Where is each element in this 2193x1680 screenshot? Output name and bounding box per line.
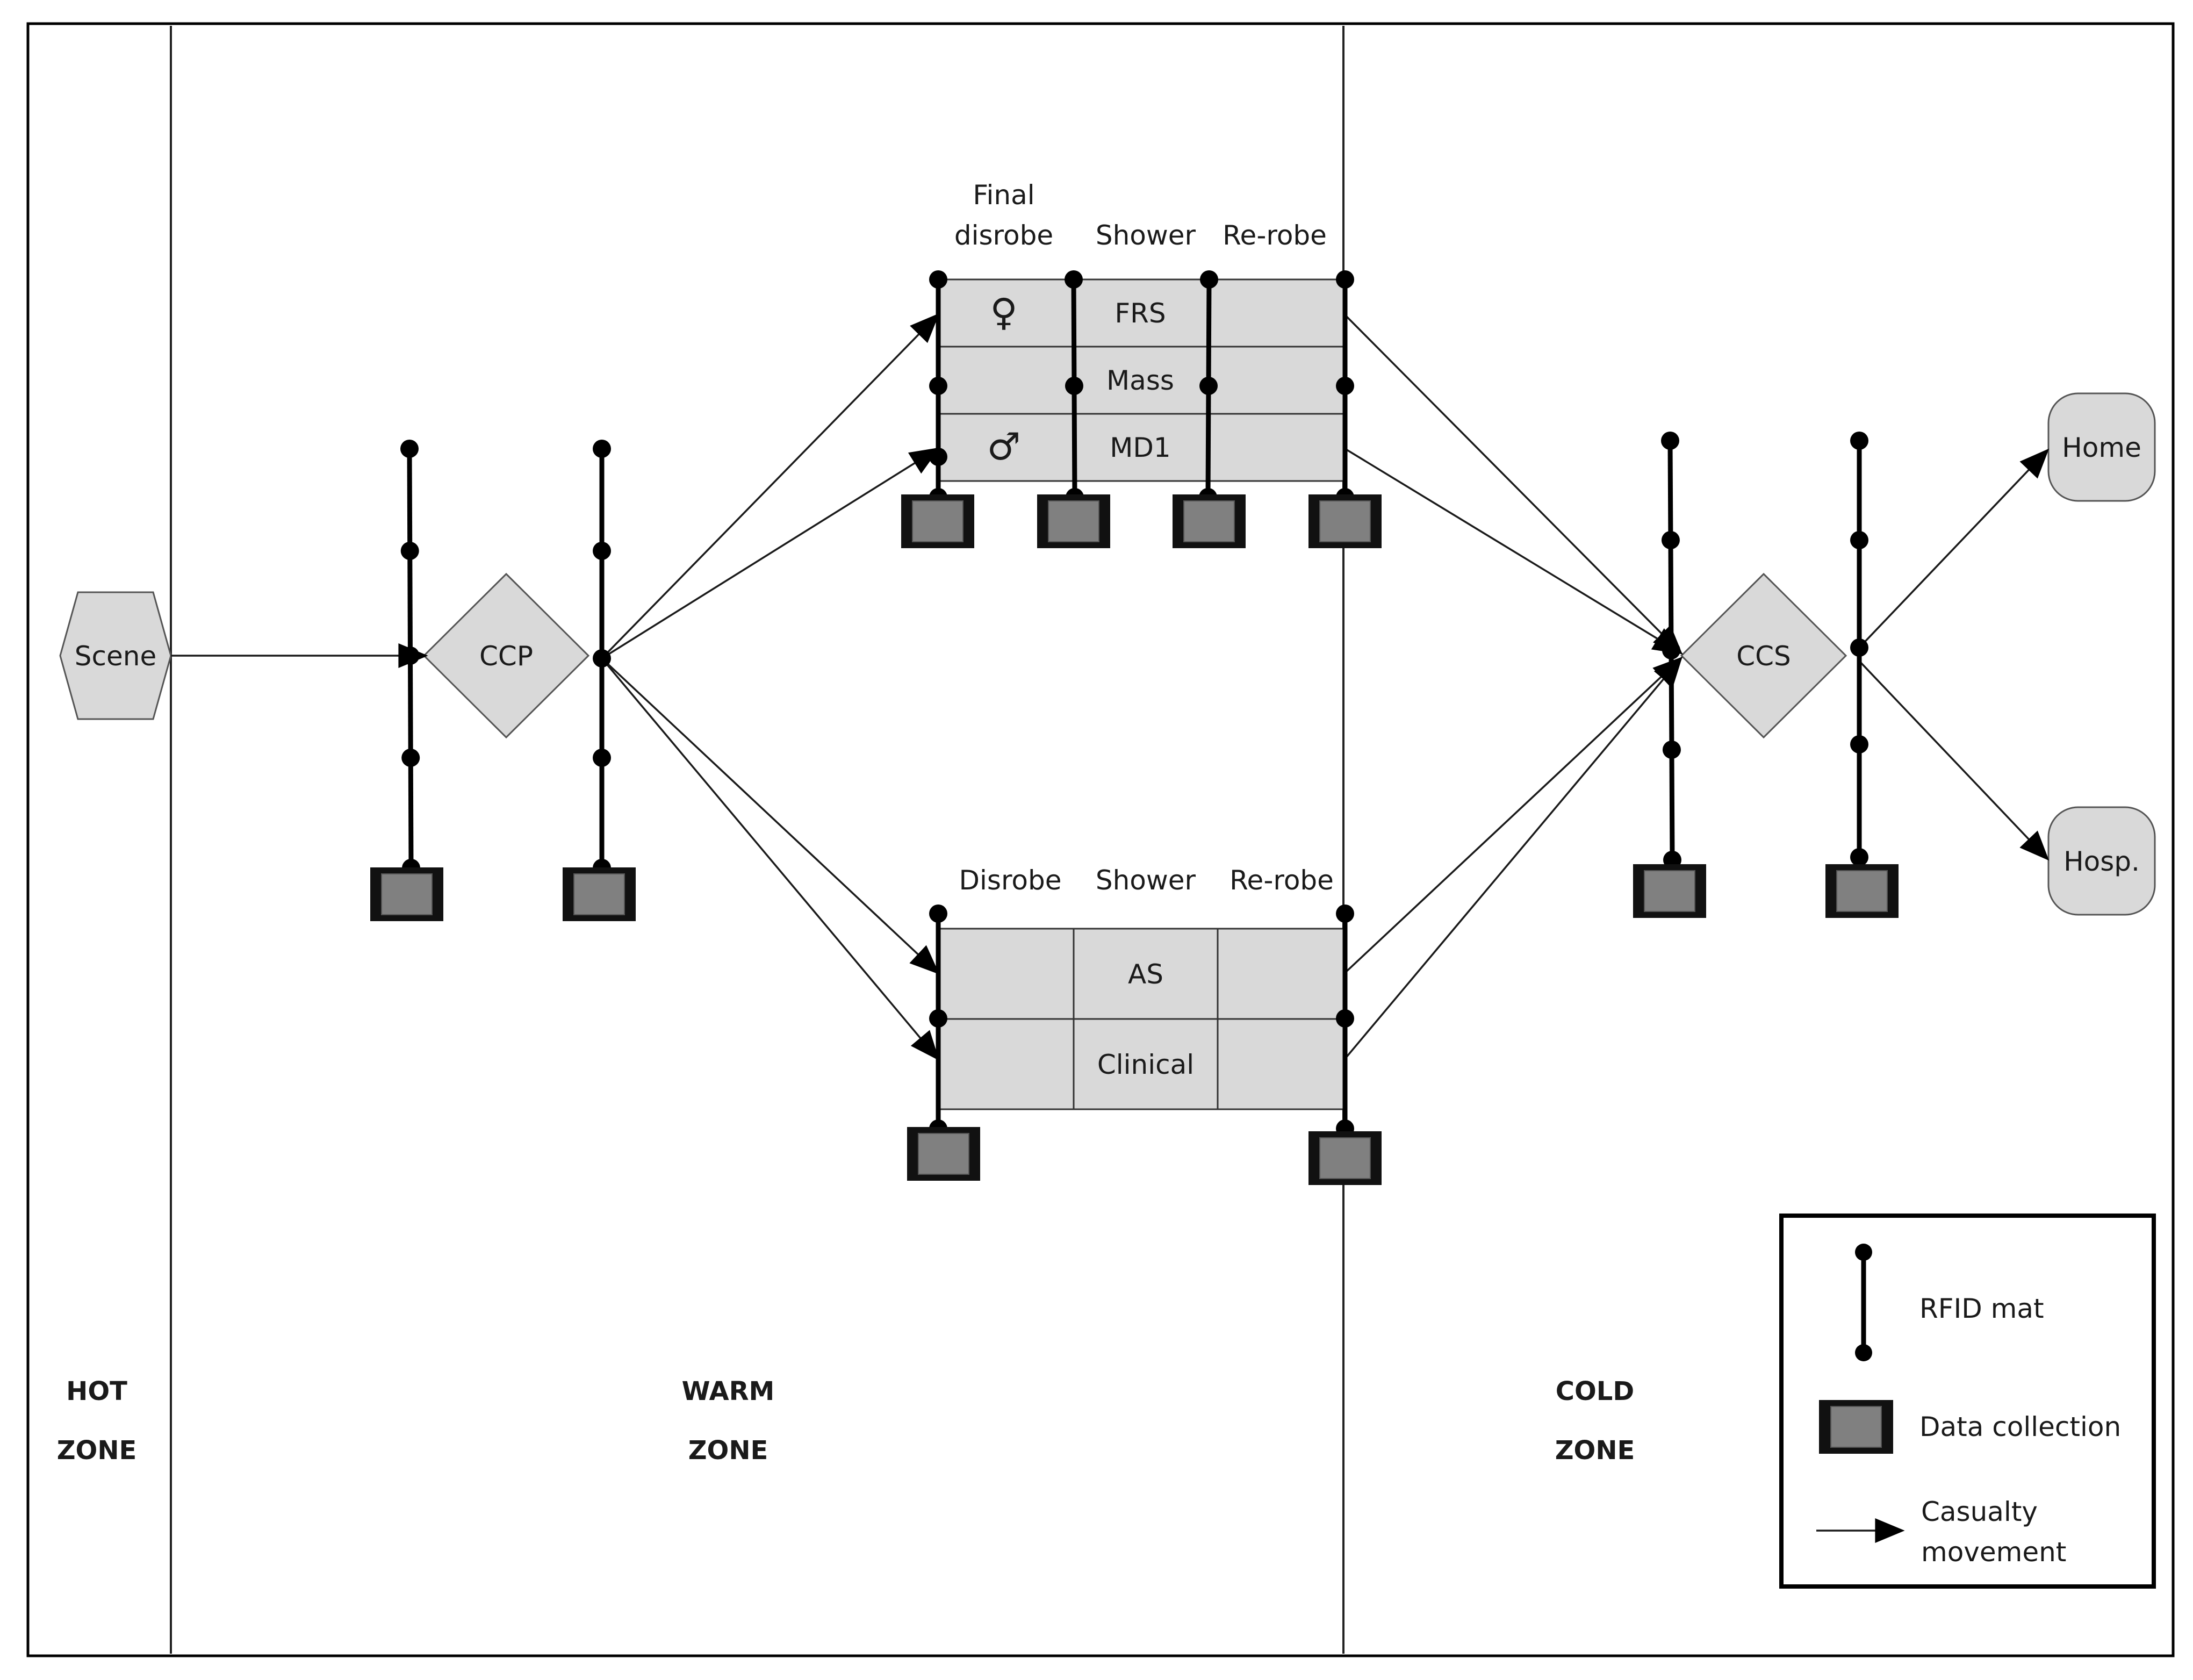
svg-text:ZONE: ZONE [1555, 1435, 1635, 1466]
upper-unit-header: Re-robe [1223, 220, 1327, 251]
data-collection-stations [370, 494, 1899, 1185]
svg-text:Scene: Scene [75, 641, 156, 672]
arrow-ccs-to-home [1858, 448, 2050, 649]
lower-unit-cell [938, 928, 1075, 1020]
svg-text:CCS: CCS [1736, 641, 1791, 672]
data-collection-station [1633, 864, 1706, 918]
svg-text:CCP: CCP [479, 641, 533, 672]
arrow-ccp-to-male-line [601, 447, 940, 659]
rfid-mat [400, 440, 420, 877]
data-collection-station [1037, 494, 1110, 548]
svg-text:ZONE: ZONE [57, 1435, 137, 1466]
upper-unit-row-md1 [938, 413, 1346, 482]
svg-text:WARM: WARM [682, 1376, 775, 1406]
data-collection-station [1308, 1131, 1382, 1185]
upper-unit-header: disrobe [954, 220, 1053, 251]
rfid-mat [1850, 432, 1868, 866]
ccs-node: CCS [1680, 572, 1847, 739]
hot-zone-label: HOT ZONE [57, 1376, 137, 1466]
lower-decon-unit: AS Clinical Disrobe Shower Re-robe [938, 865, 1346, 1110]
arrow-ccp-to-female-line [601, 313, 940, 659]
lower-unit-row-label: AS [1128, 959, 1163, 990]
legend-casualty-movement-label: Casualty [1921, 1496, 2038, 1527]
cold-zone-label: COLD ZONE [1555, 1376, 1635, 1466]
lower-unit-cell [1217, 928, 1346, 1020]
upper-unit-header: Final [973, 180, 1034, 211]
data-collection-station [1825, 864, 1899, 918]
arrow-ccp-to-clinical-line [601, 657, 939, 1061]
rfid-mat [1661, 432, 1681, 869]
rfid-mats [400, 270, 1868, 1138]
data-collection-station [563, 867, 636, 921]
upper-unit-row-label: MD1 [1110, 432, 1170, 463]
male-icon: ♂ [987, 425, 1021, 469]
home-node: Home [2047, 392, 2156, 502]
rfid-mat [593, 440, 611, 877]
data-collection-station [1308, 494, 1382, 548]
svg-text:COLD: COLD [1556, 1376, 1634, 1406]
scene-node: Scene [59, 591, 172, 720]
arrow-male-line-to-ccs [1344, 448, 1683, 655]
rfid-mat [929, 904, 947, 1138]
arrow-ccs-to-hosp [1858, 660, 2050, 861]
arrow-female-line-to-ccs [1344, 314, 1683, 655]
hosp-node: Hosp. [2047, 806, 2156, 916]
legend-casualty-movement-label: movement [1921, 1537, 2066, 1568]
lower-unit-header: Shower [1096, 865, 1196, 896]
legend-data-collection-label: Data collection [1919, 1411, 2121, 1442]
casualty-movement-arrows [171, 313, 2050, 1061]
svg-text:HOT: HOT [66, 1376, 127, 1406]
upper-decon-unit: ♀ ♂ FRS Mass MD1 Final disrobe Shower Re… [938, 180, 1346, 482]
arrow-ccp-to-as-line [601, 657, 940, 975]
upper-unit-row-frs [938, 278, 1346, 348]
lower-unit-cell [1073, 1018, 1219, 1110]
data-collection-station [907, 1127, 980, 1181]
svg-text:ZONE: ZONE [688, 1435, 768, 1466]
svg-text:Hosp.: Hosp. [2063, 846, 2140, 877]
lower-unit-cell [1217, 1018, 1346, 1110]
diagram-frame [26, 22, 2175, 1657]
legend-rfid-mat-label: RFID mat [1919, 1293, 2044, 1324]
data-collection-station [1173, 494, 1246, 548]
upper-unit-row-label: Mass [1106, 365, 1174, 396]
lower-unit-cell [1073, 928, 1219, 1020]
upper-unit-row-label: FRS [1115, 298, 1166, 329]
rfid-mat [929, 270, 947, 506]
ccp-node: CCP [422, 572, 590, 739]
lower-unit-header: Re-robe [1229, 865, 1334, 896]
data-collection-station [901, 494, 974, 548]
warm-zone-label: WARM ZONE [682, 1376, 775, 1466]
legend-data-collection-icon [1819, 1400, 1893, 1454]
female-icon: ♀ [990, 290, 1017, 334]
lower-unit-cell [938, 1018, 1075, 1110]
arrow-as-line-to-ccs [1344, 656, 1683, 974]
legend: RFID mat Data collection Casualty moveme… [1779, 1214, 2156, 1589]
data-collection-station [370, 867, 443, 921]
lower-unit-header: Disrobe [959, 865, 1062, 896]
legend-rfid-mat-icon [1855, 1244, 1872, 1361]
lower-unit-row-label: Clinical [1097, 1049, 1194, 1080]
arrow-clinical-line-to-ccs [1344, 656, 1683, 1060]
svg-text:Home: Home [2062, 432, 2141, 463]
upper-unit-header: Shower [1096, 220, 1196, 251]
